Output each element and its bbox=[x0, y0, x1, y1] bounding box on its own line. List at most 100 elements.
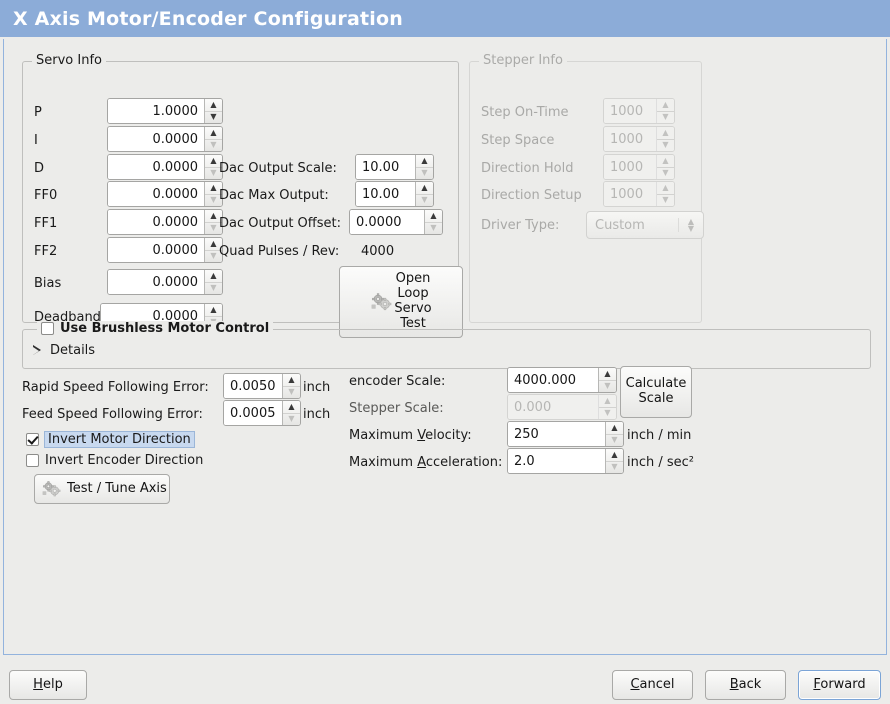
spin-up-icon[interactable]: ▲ bbox=[288, 401, 295, 411]
dac-max-output-spinbox[interactable]: 10.00 ▲▼ bbox=[355, 181, 434, 207]
maximum-acceleration-value[interactable]: 2.0 bbox=[508, 449, 605, 473]
spin-down-icon[interactable]: ▼ bbox=[205, 221, 222, 235]
dac-output-offset-value[interactable]: 0.0000 bbox=[350, 210, 424, 234]
servo-i-spinbox[interactable]: 0.0000 ▲▼ bbox=[107, 126, 223, 152]
servo-ff1-stepper[interactable]: ▲▼ bbox=[204, 210, 222, 234]
spin-down-icon[interactable]: ▼ bbox=[599, 379, 616, 393]
maximum-acceleration-stepper[interactable]: ▲▼ bbox=[605, 449, 623, 473]
stepper-info-legend: Stepper Info bbox=[479, 53, 567, 68]
servo-ff2-value[interactable]: 0.0000 bbox=[108, 238, 204, 262]
servo-bias-value[interactable]: 0.0000 bbox=[108, 270, 204, 294]
feed-following-error-stepper[interactable]: ▲▼ bbox=[282, 401, 300, 425]
maximum-velocity-stepper[interactable]: ▲▼ bbox=[605, 422, 623, 446]
servo-p-value[interactable]: 1.0000 bbox=[108, 99, 204, 123]
spin-up-icon[interactable]: ▲ bbox=[421, 182, 428, 192]
maximum-acceleration-spinbox[interactable]: 2.0 ▲▼ bbox=[507, 448, 624, 474]
checkbox-box[interactable] bbox=[26, 433, 39, 446]
dac-output-scale-value[interactable]: 10.00 bbox=[356, 155, 415, 179]
spin-up-icon[interactable]: ▲ bbox=[611, 449, 618, 459]
servo-ff0-spinbox[interactable]: 0.0000 ▲▼ bbox=[107, 181, 223, 207]
spin-up-icon[interactable]: ▲ bbox=[421, 155, 428, 165]
spin-down-icon[interactable]: ▼ bbox=[205, 110, 222, 124]
spin-up-icon[interactable]: ▲ bbox=[210, 127, 217, 137]
spin-down-icon[interactable]: ▼ bbox=[205, 193, 222, 207]
spin-up-icon[interactable]: ▲ bbox=[210, 270, 217, 280]
forward-button[interactable]: Forward bbox=[798, 670, 881, 700]
spin-up-icon[interactable]: ▲ bbox=[210, 99, 217, 109]
spin-up-icon[interactable]: ▲ bbox=[210, 182, 217, 192]
rapid-following-error-spinbox[interactable]: 0.0050 ▲▼ bbox=[223, 373, 301, 399]
encoder-scale-value[interactable]: 4000.000 bbox=[508, 368, 598, 392]
spin-up-icon[interactable]: ▲ bbox=[210, 304, 217, 314]
servo-ff2-spinbox[interactable]: 0.0000 ▲▼ bbox=[107, 237, 223, 263]
servo-p-spinbox[interactable]: 1.0000 ▲▼ bbox=[107, 98, 223, 124]
spin-down-icon[interactable]: ▼ bbox=[416, 166, 433, 180]
servo-ff0-stepper[interactable]: ▲▼ bbox=[204, 182, 222, 206]
back-button[interactable]: Back bbox=[705, 670, 786, 700]
max-accel-label-post: cceleration: bbox=[425, 455, 503, 470]
servo-ff1-value[interactable]: 0.0000 bbox=[108, 210, 204, 234]
servo-d-spinbox[interactable]: 0.0000 ▲▼ bbox=[107, 154, 223, 180]
test-tune-axis-button[interactable]: Test / Tune Axis bbox=[34, 474, 170, 504]
wizard-footer: Help Cancel Back Forward bbox=[0, 655, 890, 704]
help-button[interactable]: Help bbox=[9, 670, 87, 700]
window-title-bar: X Axis Motor/Encoder Configuration bbox=[0, 0, 890, 37]
servo-bias-spinbox[interactable]: 0.0000 ▲▼ bbox=[107, 269, 223, 295]
details-expander[interactable]: Details bbox=[33, 343, 95, 358]
dac-output-scale-stepper[interactable]: ▲▼ bbox=[415, 155, 433, 179]
spin-up-icon[interactable]: ▲ bbox=[430, 210, 437, 220]
dac-output-offset-stepper[interactable]: ▲▼ bbox=[424, 210, 442, 234]
spin-up-icon[interactable]: ▲ bbox=[210, 238, 217, 248]
spin-down-icon[interactable]: ▼ bbox=[606, 433, 623, 447]
invert-motor-direction-checkbox[interactable]: Invert Motor Direction bbox=[26, 431, 195, 448]
spin-down-icon[interactable]: ▼ bbox=[205, 166, 222, 180]
spin-up-icon[interactable]: ▲ bbox=[210, 210, 217, 220]
maximum-velocity-value[interactable]: 250 bbox=[508, 422, 605, 446]
encoder-scale-stepper[interactable]: ▲▼ bbox=[598, 368, 616, 392]
servo-ff0-value[interactable]: 0.0000 bbox=[108, 182, 204, 206]
open-loop-line4: Test bbox=[400, 315, 426, 331]
servo-i-stepper[interactable]: ▲▼ bbox=[204, 127, 222, 151]
cancel-button[interactable]: Cancel bbox=[612, 670, 693, 700]
spin-up-icon[interactable]: ▲ bbox=[210, 155, 217, 165]
open-loop-servo-test-button[interactable]: Open Loop Servo Test bbox=[339, 266, 463, 338]
rapid-following-error-value[interactable]: 0.0050 bbox=[224, 374, 282, 398]
spin-up-icon[interactable]: ▲ bbox=[611, 422, 618, 432]
checkbox-box[interactable] bbox=[41, 322, 54, 335]
encoder-scale-spinbox[interactable]: 4000.000 ▲▼ bbox=[507, 367, 617, 393]
maximum-velocity-spinbox[interactable]: 250 ▲▼ bbox=[507, 421, 624, 447]
direction-hold-stepper: ▲▼ bbox=[656, 155, 674, 179]
back-rest: ack bbox=[738, 676, 762, 692]
spin-down-icon[interactable]: ▼ bbox=[606, 460, 623, 474]
servo-p-stepper[interactable]: ▲▼ bbox=[204, 99, 222, 123]
spin-down-icon[interactable]: ▼ bbox=[416, 193, 433, 207]
servo-i-value[interactable]: 0.0000 bbox=[108, 127, 204, 151]
feed-following-error-spinbox[interactable]: 0.0005 ▲▼ bbox=[223, 400, 301, 426]
servo-d-stepper[interactable]: ▲▼ bbox=[204, 155, 222, 179]
servo-ff1-spinbox[interactable]: 0.0000 ▲▼ bbox=[107, 209, 223, 235]
spin-down-icon[interactable]: ▼ bbox=[283, 412, 300, 426]
checkbox-box[interactable] bbox=[26, 454, 39, 467]
servo-ff2-stepper[interactable]: ▲▼ bbox=[204, 238, 222, 262]
dac-max-output-stepper[interactable]: ▲▼ bbox=[415, 182, 433, 206]
servo-d-value[interactable]: 0.0000 bbox=[108, 155, 204, 179]
spin-down-icon[interactable]: ▼ bbox=[205, 138, 222, 152]
dac-output-scale-spinbox[interactable]: 10.00 ▲▼ bbox=[355, 154, 434, 180]
spin-up-icon[interactable]: ▲ bbox=[604, 368, 611, 378]
invert-encoder-direction-checkbox[interactable]: Invert Encoder Direction bbox=[26, 453, 203, 468]
spin-down-icon[interactable]: ▼ bbox=[425, 221, 442, 235]
dac-max-output-value[interactable]: 10.00 bbox=[356, 182, 415, 206]
spin-down-icon[interactable]: ▼ bbox=[283, 385, 300, 399]
servo-bias-stepper[interactable]: ▲▼ bbox=[204, 270, 222, 294]
use-brushless-motor-control-checkbox[interactable]: Use Brushless Motor Control bbox=[41, 321, 269, 336]
chevron-right-icon[interactable] bbox=[33, 345, 42, 356]
spin-down-icon[interactable]: ▼ bbox=[205, 281, 222, 295]
feed-following-error-label: Feed Speed Following Error: bbox=[22, 407, 203, 422]
feed-following-error-value[interactable]: 0.0005 bbox=[224, 401, 282, 425]
spin-up-icon[interactable]: ▲ bbox=[288, 374, 295, 384]
gears-icon bbox=[370, 292, 394, 312]
spin-down-icon[interactable]: ▼ bbox=[205, 249, 222, 263]
dac-output-offset-spinbox[interactable]: 0.0000 ▲▼ bbox=[349, 209, 443, 235]
calculate-scale-button[interactable]: Calculate Scale bbox=[620, 366, 692, 418]
rapid-following-error-stepper[interactable]: ▲▼ bbox=[282, 374, 300, 398]
